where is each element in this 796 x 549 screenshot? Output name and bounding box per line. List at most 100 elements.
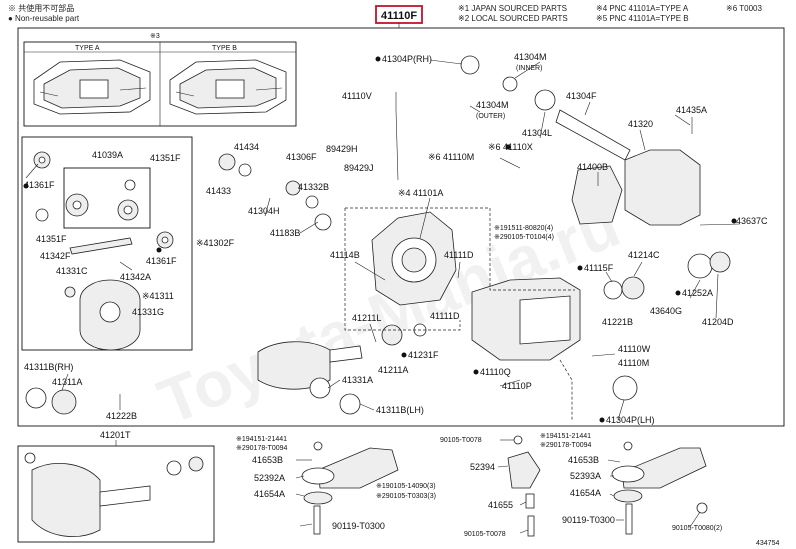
label-94151-21441-right[interactable]: ※194151-21441 bbox=[540, 433, 591, 440]
label-89429H[interactable]: 89429H bbox=[326, 144, 358, 154]
label-52393A[interactable]: 52393A bbox=[570, 471, 601, 481]
label-41653B-right[interactable]: 41653B bbox=[568, 455, 599, 465]
label-41304M-inner[interactable]: 41304M bbox=[514, 52, 547, 62]
label-41201T[interactable]: 41201T bbox=[100, 430, 131, 440]
label-41331C[interactable]: 41331C bbox=[56, 266, 88, 276]
label-41655[interactable]: 41655 bbox=[488, 500, 513, 510]
label-41304P-LH[interactable]: 41304P(LH) bbox=[606, 415, 655, 425]
legend-non-reusable: ● Non-reusable part bbox=[8, 14, 80, 23]
label-41320[interactable]: 41320 bbox=[628, 119, 653, 129]
type-a-label: TYPE A bbox=[75, 45, 100, 52]
legend-type-a: ※4 PNC 41101A=TYPE A bbox=[596, 4, 689, 13]
label-52392A[interactable]: 52392A bbox=[254, 473, 285, 483]
label-41304H[interactable]: 41304H bbox=[248, 206, 280, 216]
central-housing-drawing bbox=[25, 55, 731, 415]
diagram-code: 434754 bbox=[756, 540, 779, 547]
non-reusable-markers bbox=[23, 56, 737, 423]
label-41304P-RH[interactable]: 41304P(RH) bbox=[382, 54, 432, 64]
label-41331G[interactable]: 41331G bbox=[132, 307, 164, 317]
leader-lines bbox=[25, 59, 741, 421]
label-41342A[interactable]: 41342A bbox=[120, 272, 151, 282]
label-90105-T0303[interactable]: ※290105-T0303(3) bbox=[376, 493, 436, 500]
label-41435A[interactable]: 41435A bbox=[676, 105, 707, 115]
type-b-label: TYPE B bbox=[212, 45, 237, 52]
label-41221B[interactable]: 41221B bbox=[602, 317, 633, 327]
label-90105-T0078-top[interactable]: 90105-T0078 bbox=[440, 437, 482, 444]
label-41304L[interactable]: 41304L bbox=[522, 128, 552, 138]
differential-parts-drawing bbox=[33, 151, 174, 351]
label-43640G[interactable]: 43640G bbox=[650, 306, 682, 316]
label-41400B[interactable]: 41400B bbox=[577, 162, 608, 172]
label-41204D[interactable]: 41204D bbox=[702, 317, 734, 327]
label-41110M-b[interactable]: 41110M bbox=[618, 358, 649, 368]
label-41654A-right[interactable]: 41654A bbox=[570, 488, 601, 498]
label-41111D-bottom[interactable]: 41111D bbox=[430, 311, 460, 321]
label-90105-T0080[interactable]: 90105-T0080(2) bbox=[672, 525, 722, 532]
bottom-leader-lines bbox=[295, 439, 701, 534]
label-90105-T0104[interactable]: ※290105-T0104(4) bbox=[494, 234, 554, 241]
legend-local-sourced: ※2 LOCAL SOURCED PARTS bbox=[458, 14, 568, 23]
label-41433[interactable]: 41433 bbox=[206, 186, 231, 196]
label-41252A[interactable]: 41252A bbox=[682, 288, 713, 298]
label-41304F[interactable]: 41304F bbox=[566, 91, 597, 101]
pinion-gear-set-box bbox=[63, 167, 151, 229]
label-41211L[interactable]: 41211L bbox=[352, 313, 381, 323]
label-41351F-bottom[interactable]: 41351F bbox=[36, 234, 67, 244]
legend-non-reusable-jp: ※ 共使用不可部品 bbox=[8, 3, 74, 13]
label-52394[interactable]: 52394 bbox=[470, 462, 495, 472]
ring-gear-set-drawing bbox=[24, 452, 204, 537]
label-41211A[interactable]: 41211A bbox=[378, 365, 408, 375]
label-41214C[interactable]: 41214C bbox=[628, 250, 660, 260]
label-41115F[interactable]: 41115F bbox=[584, 263, 614, 273]
label-41311A[interactable]: 41311A bbox=[52, 377, 82, 387]
label-41111D-top[interactable]: 41111D bbox=[444, 250, 474, 260]
label-41222B[interactable]: 41222B bbox=[106, 411, 137, 421]
label-91511-80820[interactable]: ※191511-80820(4) bbox=[494, 225, 553, 232]
title-part-number[interactable]: 41110F bbox=[381, 10, 417, 22]
bottom-mount-drawing bbox=[301, 435, 708, 537]
label-41653B-left[interactable]: 41653B bbox=[252, 455, 283, 465]
label-41183B[interactable]: 41183B bbox=[270, 228, 300, 238]
label-90178-T0094-left[interactable]: ※290178-T0094 bbox=[236, 445, 288, 452]
type-b-housing-drawing bbox=[169, 59, 287, 115]
label-90105-14090[interactable]: ※190105-14090(3) bbox=[376, 483, 436, 490]
label-90119-T0300-left[interactable]: 90119-T0300 bbox=[332, 521, 385, 531]
label-41114B[interactable]: 41114B bbox=[330, 250, 360, 260]
label-41434[interactable]: 41434 bbox=[234, 142, 259, 152]
label-41304M-outer[interactable]: 41304M bbox=[476, 100, 509, 110]
label-41039A[interactable]: 41039A bbox=[92, 150, 123, 160]
label-inner: (INNER) bbox=[516, 65, 542, 72]
label-90119-T0300-right[interactable]: 90119-T0300 bbox=[562, 515, 615, 525]
label-41351F-top[interactable]: 41351F bbox=[150, 153, 181, 163]
label-41110P[interactable]: 41110P bbox=[502, 381, 532, 391]
label-41361F-right[interactable]: 41361F bbox=[146, 256, 177, 266]
label-90178-T0094-right[interactable]: ※290178-T0094 bbox=[540, 442, 592, 449]
label-94151-21441-left[interactable]: ※194151-21441 bbox=[236, 436, 287, 443]
label-41110Q[interactable]: 41110Q bbox=[480, 367, 511, 377]
label-41331A[interactable]: 41331A bbox=[342, 375, 373, 385]
type-a-housing-drawing bbox=[33, 59, 151, 115]
label-41101A[interactable]: ※4 41101A bbox=[398, 188, 443, 198]
label-41311[interactable]: ※41311 bbox=[142, 291, 174, 301]
label-41332B[interactable]: 41332B bbox=[298, 182, 329, 192]
label-outer: (OUTER) bbox=[476, 113, 505, 120]
label-41110W[interactable]: 41110W bbox=[618, 344, 651, 354]
label-41342F[interactable]: 41342F bbox=[40, 251, 71, 261]
label-41654A-left[interactable]: 41654A bbox=[254, 489, 285, 499]
label-43637C[interactable]: 43637C bbox=[736, 216, 768, 226]
legend-ref-6: ※6 T0003 bbox=[726, 4, 762, 13]
main-assembly-frame bbox=[17, 27, 785, 427]
label-41110M[interactable]: ※6 41110M bbox=[428, 152, 474, 162]
label-41231F[interactable]: 41231F bbox=[408, 350, 439, 360]
label-41110V[interactable]: 41110V bbox=[342, 91, 372, 101]
label-41302F[interactable]: ※41302F bbox=[196, 238, 235, 248]
label-41311B-LH[interactable]: 41311B(LH) bbox=[376, 405, 424, 415]
label-41311B-RH[interactable]: 41311B(RH) bbox=[24, 362, 73, 372]
label-89429J[interactable]: 89429J bbox=[344, 163, 374, 173]
label-41306F[interactable]: 41306F bbox=[286, 152, 317, 162]
label-90105-T0078-bottom[interactable]: 90105-T0078 bbox=[464, 531, 506, 538]
label-41361F-left[interactable]: 41361F bbox=[24, 180, 55, 190]
legend-type-b: ※5 PNC 41101A=TYPE B bbox=[596, 14, 689, 23]
legend-japan-sourced: ※1 JAPAN SOURCED PARTS bbox=[458, 4, 567, 13]
